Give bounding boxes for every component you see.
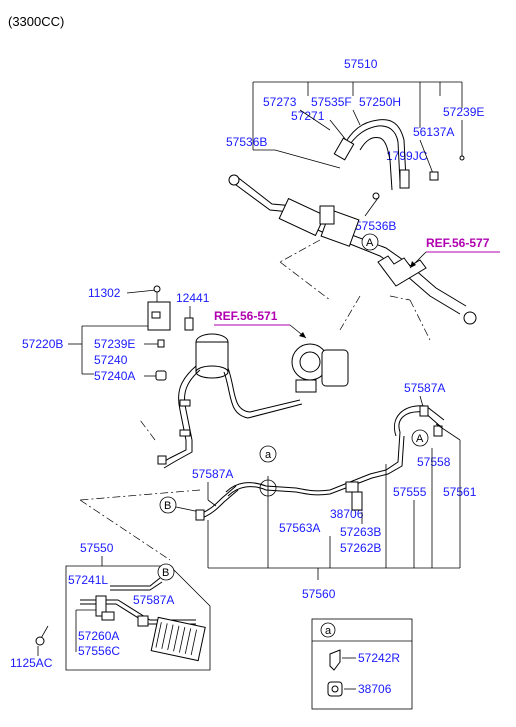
label-56137A[interactable]: 56137A: [413, 125, 454, 139]
callout-A-line[interactable]: A: [411, 429, 429, 447]
svg-text:REF.56-571: REF.56-571: [214, 309, 278, 323]
label-57239E-mid[interactable]: 57239E: [94, 337, 135, 351]
grommet-57240A[interactable]: [155, 370, 167, 381]
label-57239E-top[interactable]: 57239E: [443, 105, 484, 119]
clamp-38706[interactable]: [345, 481, 363, 511]
label-57536B-mid[interactable]: 57536B: [355, 219, 396, 233]
label-1799JC[interactable]: 1799JC: [386, 149, 428, 163]
legend-item-57242R[interactable]: 57242R: [358, 651, 400, 665]
label-1125AC[interactable]: 1125AC: [10, 656, 53, 670]
label-57587A-right[interactable]: 57587A: [404, 381, 445, 395]
svg-text:B: B: [164, 500, 171, 512]
callout-B-pipe[interactable]: B: [159, 496, 201, 514]
svg-text:A: A: [366, 237, 374, 249]
label-57555[interactable]: 57555: [393, 485, 427, 499]
nut-57239E[interactable]: [157, 339, 165, 348]
label-57241L[interactable]: 57241L: [68, 573, 108, 587]
cooler-assembly-frame: [65, 565, 211, 671]
legend-grommet-icon: [327, 681, 343, 697]
callout-A-rack[interactable]: A: [361, 233, 379, 251]
top-leader-lines: [253, 109, 463, 177]
cooler-pipe-long[interactable]: [225, 431, 405, 497]
label-57556C[interactable]: 57556C: [78, 644, 120, 658]
label-12441[interactable]: 12441: [176, 291, 210, 305]
callout-B-cooler[interactable]: B: [157, 563, 175, 581]
legend-item-38706[interactable]: 38706: [358, 682, 392, 696]
label-57560[interactable]: 57560: [302, 587, 336, 601]
label-57240[interactable]: 57240: [94, 353, 128, 367]
label-57273[interactable]: 57273: [263, 95, 297, 109]
power-steering-pump[interactable]: [291, 343, 349, 393]
label-57262B[interactable]: 57262B: [340, 541, 381, 555]
pressure-hose-assembly[interactable]: [333, 119, 465, 200]
svg-text:a: a: [265, 449, 272, 461]
label-11302[interactable]: 11302: [88, 286, 121, 300]
svg-text:REF.56-577: REF.56-577: [426, 236, 490, 250]
ref-56-571[interactable]: REF.56-571: [214, 309, 307, 339]
reservoir[interactable]: [195, 333, 229, 379]
bracket-57220B-leaders: [68, 325, 148, 375]
label-57587A-low[interactable]: 57587A: [133, 593, 174, 607]
engine-variant-heading: (3300CC): [8, 14, 64, 29]
steering-gear-rack[interactable]: [228, 174, 477, 325]
label-57535F[interactable]: 57535F: [311, 95, 352, 109]
reservoir-bracket[interactable]: [147, 285, 194, 331]
label-57510[interactable]: 57510: [344, 57, 378, 71]
ref-56-577[interactable]: REF.56-577: [409, 236, 500, 269]
group-57510-bracket: 57510: [252, 57, 463, 150]
label-57260A[interactable]: 57260A: [78, 629, 119, 643]
legend-key: a: [325, 625, 332, 637]
label-57271[interactable]: 57271: [291, 109, 325, 123]
label-57587A-mid[interactable]: 57587A: [192, 467, 233, 481]
legend-clip-icon: [329, 649, 341, 671]
svg-text:A: A: [416, 433, 424, 445]
legend-box: a 57242R 38706: [311, 618, 413, 710]
mid-dashed-leaders: [79, 419, 201, 561]
label-57220B[interactable]: 57220B: [22, 337, 63, 351]
label-57536B-top[interactable]: 57536B: [226, 135, 267, 149]
bracket-57560: [207, 423, 461, 580]
label-57250H[interactable]: 57250H: [359, 95, 401, 109]
label-57558[interactable]: 57558: [417, 455, 451, 469]
label-57240A[interactable]: 57240A: [94, 369, 135, 383]
label-57550[interactable]: 57550: [80, 541, 114, 555]
cooler-hose-right[interactable]: [394, 405, 445, 437]
bolt-1125AC[interactable]: [35, 625, 49, 646]
svg-text:B: B: [162, 567, 169, 579]
label-57263B[interactable]: 57263B: [340, 525, 381, 539]
rack-dashed-leaders: [279, 239, 431, 341]
callout-a-pipe[interactable]: a: [259, 445, 277, 497]
label-57563A[interactable]: 57563A: [279, 521, 320, 535]
hose-segment-57587A[interactable]: [195, 485, 239, 521]
reservoir-return-hoses: [157, 365, 303, 469]
oil-cooler[interactable]: [80, 577, 206, 662]
